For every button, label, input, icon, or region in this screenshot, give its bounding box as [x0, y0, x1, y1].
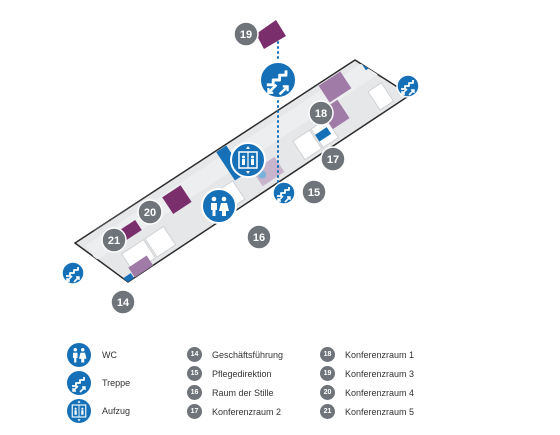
legend-label: Treppe — [102, 378, 131, 388]
legend-item-wc: WC — [67, 343, 117, 367]
legend-label: Konferenzraum 1 — [345, 349, 415, 360]
room-number-badge: 18 — [320, 347, 335, 362]
room-marker-19[interactable]: 19 — [233, 21, 259, 47]
legend-room-17: 17 Konferenzraum 2 — [187, 404, 281, 419]
room-marker-20[interactable]: 20 — [137, 199, 163, 225]
wc-icon — [67, 343, 91, 367]
room-marker-15[interactable]: 15 — [301, 179, 327, 205]
legend-room-14: 14 Geschäftsführung — [187, 347, 283, 362]
legend-room-19: 19 Konferenzraum 3 — [320, 366, 414, 381]
legend-room-21: 21 Konferenzraum 5 — [320, 404, 414, 419]
legend-item-elevator: Aufzug — [67, 399, 130, 423]
elevator-icon — [230, 142, 266, 178]
room-marker-14[interactable]: 14 — [110, 289, 136, 315]
svg-text:21: 21 — [108, 235, 120, 247]
legend-room-18: 18 Konferenzraum 1 — [320, 347, 414, 362]
room-marker-21[interactable]: 21 — [101, 227, 127, 253]
legend-item-stairs: Treppe — [67, 371, 130, 395]
legend-label: Raum der Stille — [212, 387, 274, 398]
legend-label: WC — [102, 350, 117, 360]
room-20 — [162, 185, 192, 215]
svg-text:20: 20 — [144, 207, 156, 219]
room-number-badge: 21 — [320, 404, 335, 419]
room-number-badge: 14 — [187, 347, 202, 362]
stairwell-center — [315, 127, 332, 142]
room-marker-18[interactable]: 18 — [308, 100, 334, 126]
floor-plan-map: 14 15 16 17 18 19 20 21 — [61, 20, 420, 315]
stairs-icon — [259, 61, 297, 99]
legend-label: Geschäftsführung — [212, 349, 284, 360]
stairwell-west — [114, 273, 136, 282]
stairs-icon — [67, 371, 91, 395]
stairs-icon — [61, 261, 85, 285]
svg-text:18: 18 — [315, 108, 327, 120]
svg-text:15: 15 — [308, 187, 320, 199]
wc-icon — [201, 188, 237, 224]
room-number-badge: 16 — [187, 385, 202, 400]
svg-text:16: 16 — [253, 232, 265, 244]
room-number-badge: 20 — [320, 385, 335, 400]
legend-label: Konferenzraum 5 — [345, 406, 415, 417]
legend-label: Konferenzraum 2 — [212, 406, 282, 417]
legend-label: Aufzug — [102, 406, 131, 416]
stairs-icon — [272, 181, 296, 205]
room-marker-16[interactable]: 16 — [246, 224, 272, 250]
svg-text:17: 17 — [327, 154, 339, 166]
room-19 — [256, 20, 286, 49]
legend-label: Konferenzraum 3 — [345, 368, 415, 379]
elevator-icon — [67, 399, 91, 423]
stairwell-east — [361, 60, 383, 71]
room-marker-17[interactable]: 17 — [320, 146, 346, 172]
room-number-badge: 17 — [187, 404, 202, 419]
room-17 — [318, 71, 352, 103]
room-16 — [252, 156, 285, 187]
legend-room-20: 20 Konferenzraum 4 — [320, 385, 414, 400]
legend-label: Pflegedirektion — [212, 368, 272, 379]
legend-room-16: 16 Raum der Stille — [187, 385, 274, 400]
legend-room-15: 15 Pflegedirektion — [187, 366, 272, 381]
svg-text:14: 14 — [117, 297, 130, 309]
room-number-badge: 19 — [320, 366, 335, 381]
legend-label: Konferenzraum 4 — [345, 387, 415, 398]
room-number-badge: 15 — [187, 366, 202, 381]
svg-text:19: 19 — [240, 29, 252, 41]
stairs-icon — [396, 74, 420, 98]
